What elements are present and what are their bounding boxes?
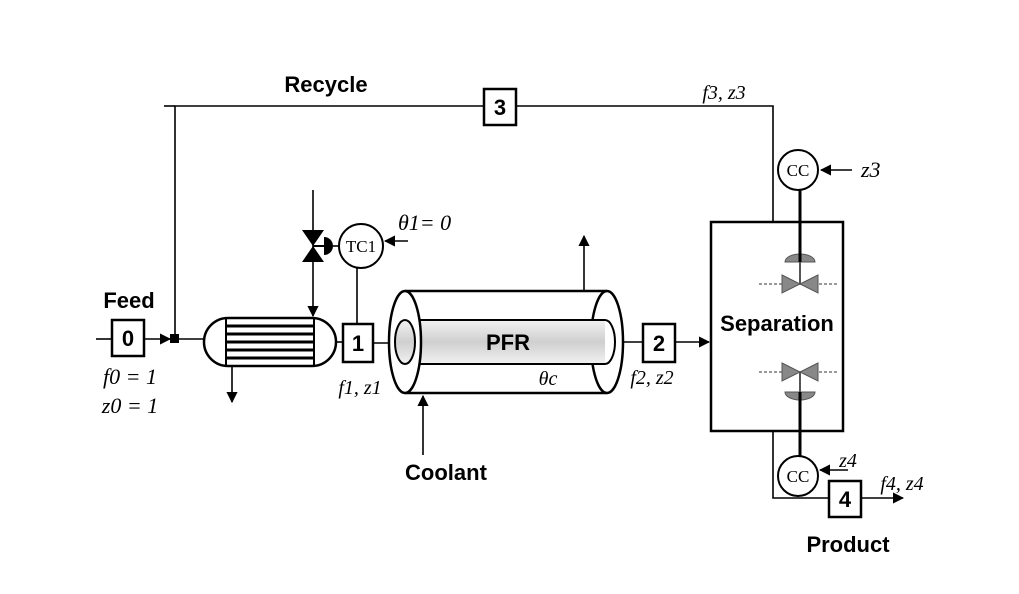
cc-bottom-label: CC bbox=[787, 467, 810, 486]
stream-2-box: 2 bbox=[641, 322, 677, 364]
separation-unit: Separation bbox=[709, 220, 845, 433]
stream-3-box: 3 bbox=[482, 87, 518, 127]
stream-2-label: 2 bbox=[653, 331, 665, 356]
stream-0-box: 0 bbox=[110, 318, 146, 358]
product-line bbox=[772, 431, 829, 499]
stream-1-label: 1 bbox=[352, 331, 364, 356]
feed-label: Feed bbox=[103, 288, 154, 313]
recycle-label: Recycle bbox=[284, 72, 367, 97]
recycle-line bbox=[164, 105, 774, 338]
pfr-label: PFR bbox=[486, 330, 530, 355]
theta-c-label: θc bbox=[539, 368, 558, 390]
coolant-label: Coolant bbox=[405, 460, 488, 485]
cc-bottom-controller: CC bbox=[777, 455, 819, 497]
pfr-reactor: PFR θc bbox=[387, 289, 625, 395]
stream-4-box: 4 bbox=[827, 479, 863, 519]
stream-1-box: 1 bbox=[341, 322, 375, 364]
cc-top-controller: CC bbox=[777, 149, 819, 191]
tc1-label: TC1 bbox=[346, 237, 376, 256]
cc-top-label: CC bbox=[787, 161, 810, 180]
stream-0-label: 0 bbox=[122, 326, 134, 351]
separation-label: Separation bbox=[720, 311, 834, 336]
mixer-node bbox=[170, 334, 179, 343]
f3-z3-label: f3, z3 bbox=[702, 82, 745, 104]
control-valve-tc1 bbox=[302, 230, 333, 262]
tc1-controller: TC1 bbox=[338, 223, 384, 269]
f4-z4-label: f4, z4 bbox=[880, 473, 923, 495]
z4-label: z4 bbox=[838, 450, 857, 472]
stream-4-label: 4 bbox=[839, 487, 852, 512]
f1-z1-label: f1, z1 bbox=[338, 377, 381, 399]
theta1-label: θ1= 0 bbox=[398, 210, 451, 235]
z3-label: z3 bbox=[860, 157, 881, 182]
f0-label: f0 = 1 bbox=[103, 364, 157, 389]
z0-label: z0 = 1 bbox=[101, 393, 158, 418]
heat-exchanger bbox=[202, 316, 338, 368]
product-label: Product bbox=[806, 532, 890, 557]
stream-3-label: 3 bbox=[494, 95, 506, 120]
f2-z2-label: f2, z2 bbox=[630, 367, 673, 389]
